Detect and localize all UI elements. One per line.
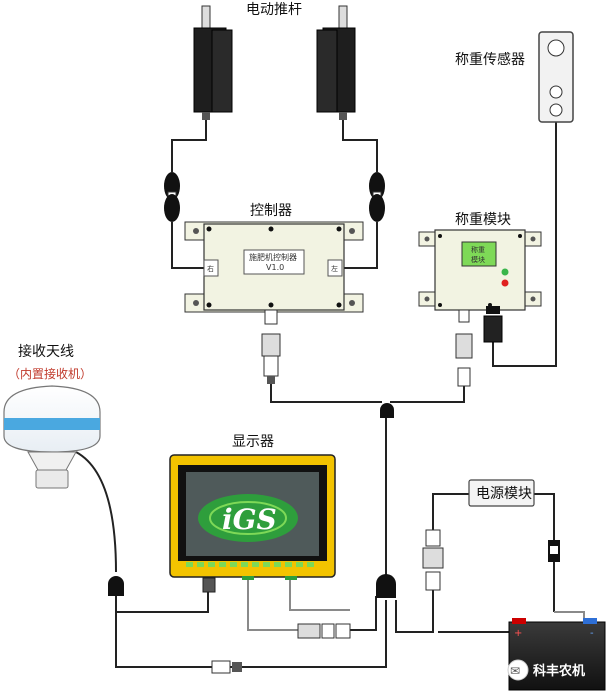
power-module-label: 电源模块 (476, 486, 532, 502)
wire-controller-trunk (270, 384, 382, 403)
wires-gray (247, 578, 585, 631)
wire-battery-neg (438, 618, 521, 633)
wire-power-to-fuse (534, 493, 555, 540)
watermark-text: 科丰农机 (533, 663, 585, 679)
weigh-module-box (418, 229, 542, 311)
antenna-sublabel: （内置接收机） (8, 366, 92, 381)
wire-actuator-left (171, 118, 207, 172)
wire-power-to-module (432, 493, 469, 530)
antenna-label: 接收天线 (18, 343, 74, 360)
weigh-module-label: 称重模块 (455, 212, 511, 228)
display-label: 显示器 (232, 434, 274, 450)
connector-power (422, 529, 444, 591)
load-cell (538, 31, 574, 123)
connector-bottom-cable (211, 660, 242, 674)
wire-antenna (75, 451, 117, 573)
wechat-icon: ✉ (510, 664, 520, 678)
actuator-left (193, 5, 233, 120)
connector-controller (261, 309, 281, 384)
actuator-right (316, 5, 356, 120)
wire-actuator-right-lower (342, 222, 378, 269)
connector-display-cable (297, 623, 351, 639)
battery (508, 618, 606, 691)
junction-bottom (376, 574, 396, 598)
wire-loadcell (492, 122, 557, 367)
controller-version: V1.0 (266, 263, 284, 272)
fuse (548, 540, 560, 562)
watermark: ✉ (507, 659, 529, 681)
wire-display-port-a (247, 578, 298, 631)
load-cell-label: 称重传感器 (455, 51, 525, 68)
actuator-label: 电动推杆 (246, 2, 302, 18)
wire-display-port-b (289, 578, 350, 611)
antenna-receiver (3, 385, 101, 489)
display-buttons (186, 562, 314, 567)
connector-actuator-left (164, 172, 180, 222)
controller-right-mark: 右 (207, 264, 214, 273)
controller-left-mark: 左 (331, 264, 338, 273)
wire-actuator-right (342, 118, 378, 172)
wire-power-upper (395, 590, 434, 633)
power-module (468, 479, 535, 507)
battery-plus: + (514, 628, 522, 639)
wires (75, 118, 557, 668)
display-unit (169, 454, 336, 593)
connector-weigh-signal (455, 309, 473, 387)
junction-top (380, 403, 394, 418)
battery-minus: - (590, 628, 594, 639)
wire-battery-pos (554, 611, 585, 618)
controller-label: 控制器 (250, 203, 292, 219)
wire-left-display (115, 590, 209, 613)
junction-left (108, 576, 124, 596)
wire-weigh-trunk (390, 386, 465, 403)
controller-box (184, 221, 364, 313)
connector-actuator-right (369, 172, 385, 222)
wire-display-cable (350, 596, 377, 631)
weigh-screen-line2: 模块 (471, 255, 485, 264)
wire-trunk-bottom (115, 598, 387, 668)
controller-name: 施肥机控制器 (249, 252, 297, 262)
wire-actuator-left-lower (171, 222, 204, 269)
connector-loadcell (483, 306, 503, 343)
display-logo: iGS (222, 503, 277, 536)
weigh-screen-line1: 称重 (471, 245, 485, 254)
